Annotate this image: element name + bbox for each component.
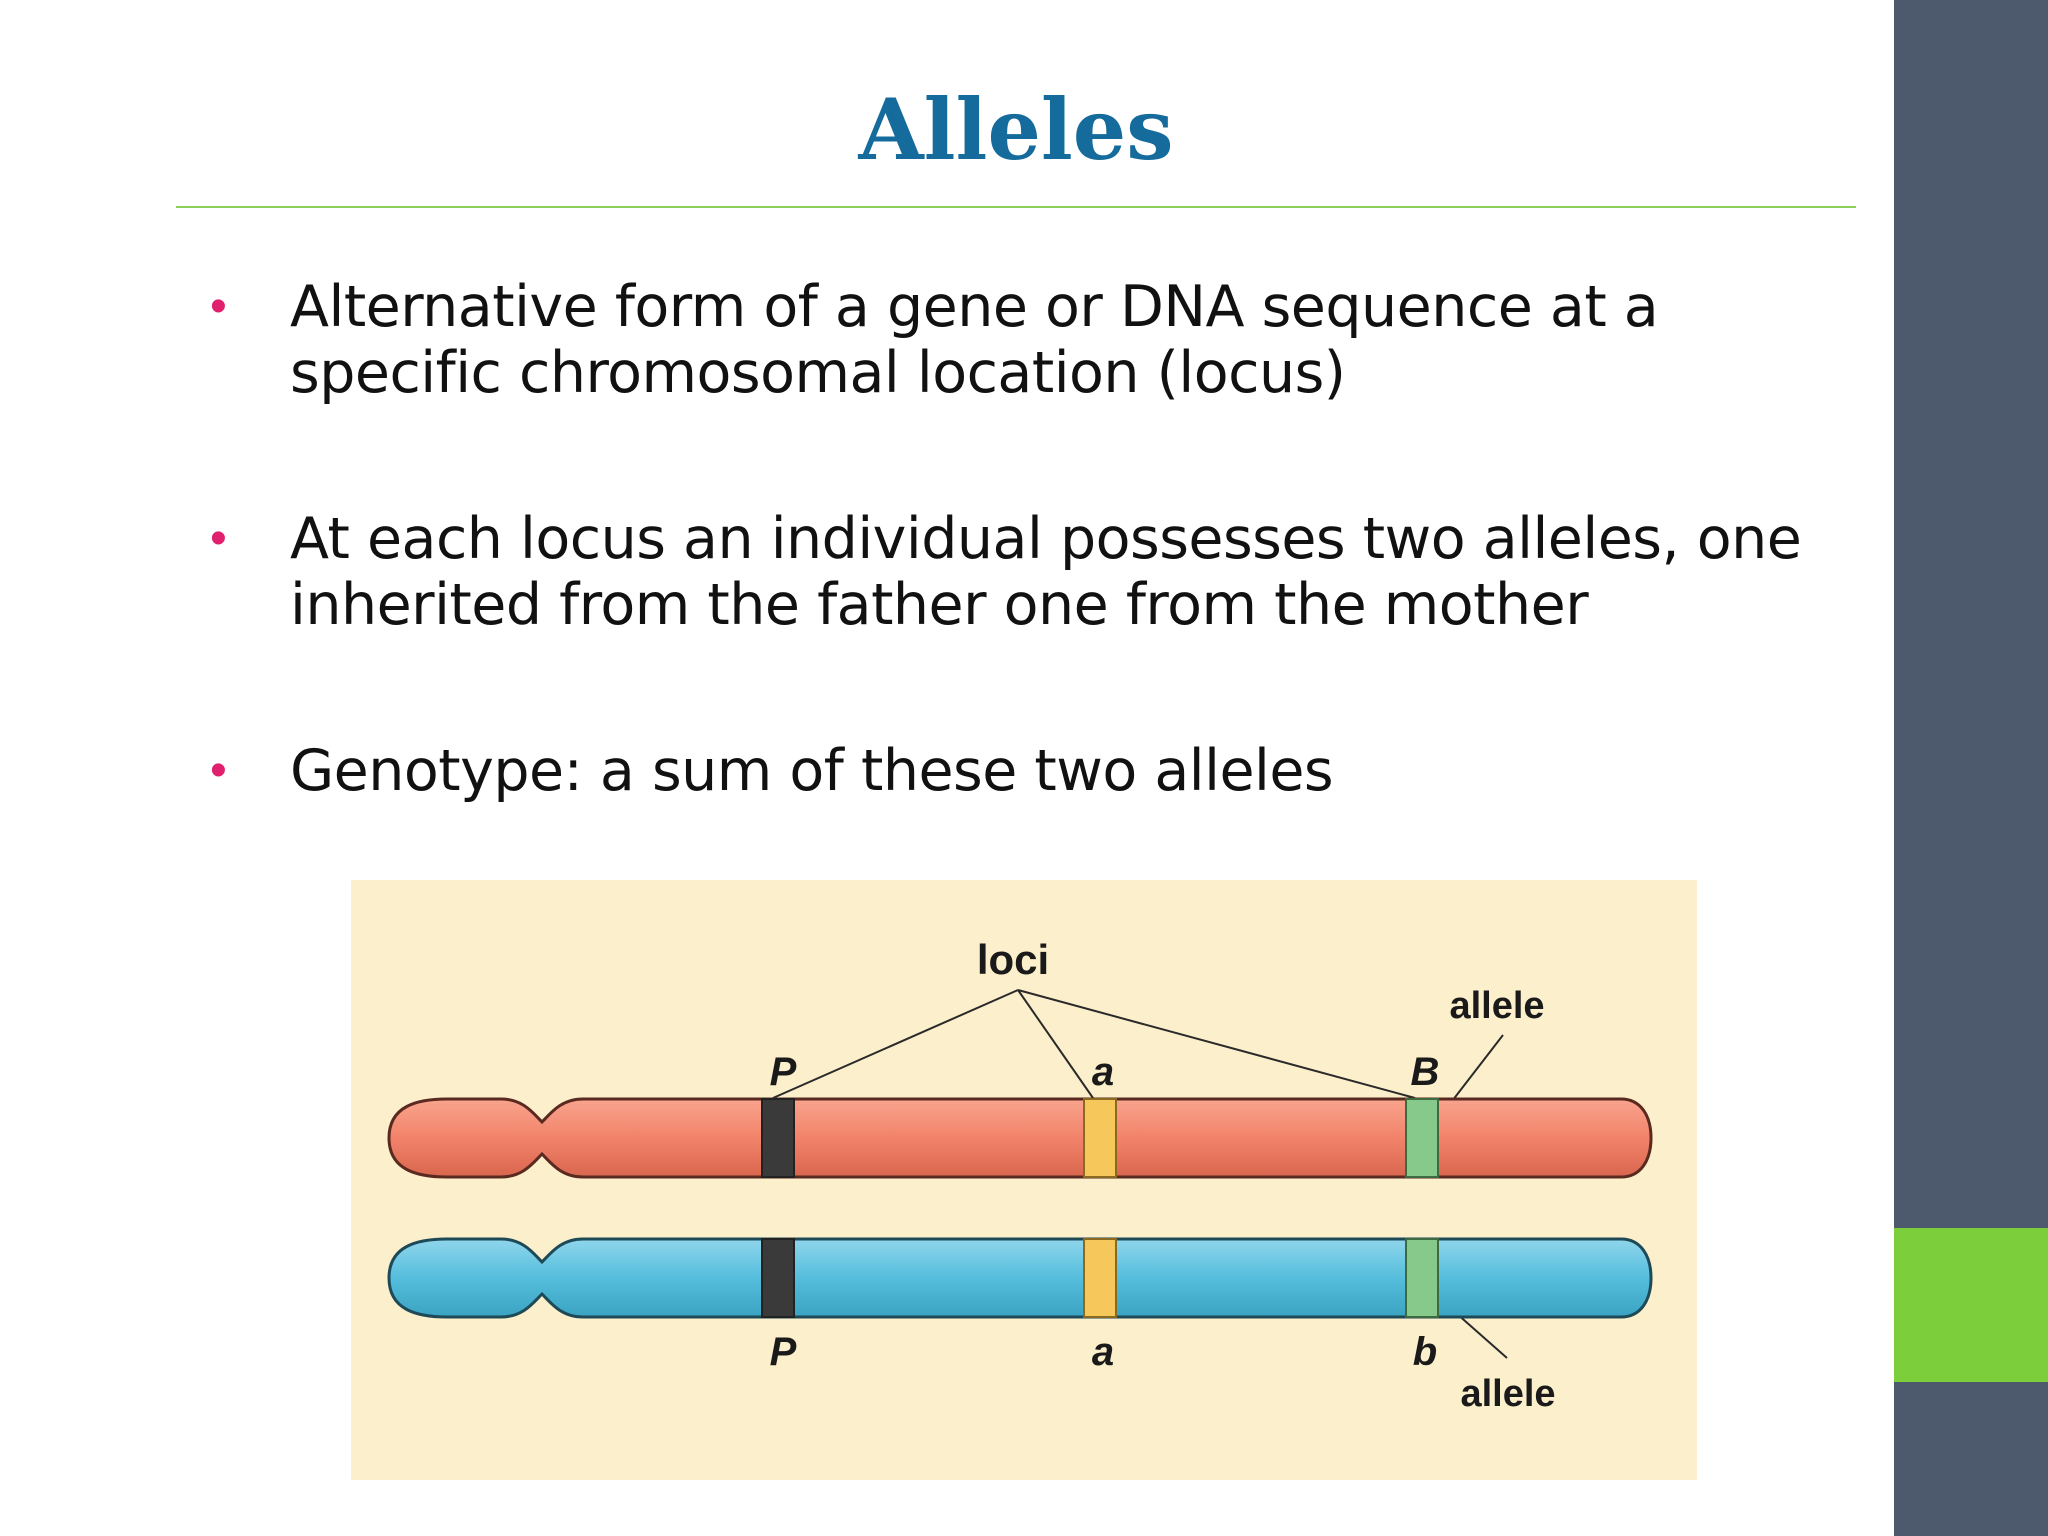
bullet-line: At each locus an individual possesses tw… (290, 506, 1802, 572)
allele-top-label: allele (1449, 985, 1544, 1027)
marker-top-a: a (1092, 1050, 1114, 1094)
marker-top-P: P (770, 1050, 797, 1094)
bullet-marker: • (210, 512, 227, 565)
chromosome-diagram: loci allele P a B P a b allele (387, 936, 1653, 1415)
bullet-item: • At each locus an individual possesses … (206, 506, 1846, 638)
marker-bottom-a: a (1092, 1330, 1114, 1374)
loci-line-P (772, 989, 1019, 1099)
bullet-item: • Genotype: a sum of these two alleles (206, 738, 1846, 804)
loci-label: loci (977, 936, 1049, 983)
bullet-text: At each locus an individual possesses tw… (290, 506, 1846, 638)
bullet-text: Genotype: a sum of these two alleles (290, 738, 1846, 804)
band-top-P (761, 1098, 795, 1178)
loci-line-a (1017, 989, 1094, 1099)
bullet-line: Alternative form of a gene or DNA sequen… (290, 274, 1659, 340)
bullet-line: specific chromosomal location (locus) (290, 340, 1346, 406)
chromosome-top (387, 1097, 1653, 1179)
chromosome-top-body (387, 1097, 1653, 1179)
chromosome-bottom (387, 1237, 1653, 1319)
loci-pointer-lines (772, 989, 1508, 1359)
slide-title: Alleles (858, 80, 1174, 179)
bullet-item: • Alternative form of a gene or DNA sequ… (206, 274, 1846, 406)
band-top-B (1405, 1098, 1439, 1178)
bullet-line: inherited from the father one from the m… (290, 572, 1589, 638)
sidebar-accent-block (1894, 1228, 2048, 1382)
bullet-line: Genotype: a sum of these two alleles (290, 738, 1334, 804)
marker-bottom-b: b (1413, 1330, 1437, 1374)
chromosome-figure: loci allele P a B P a b allele (351, 880, 1697, 1480)
title-divider (176, 206, 1856, 208)
marker-top-B: B (1411, 1050, 1440, 1094)
loci-line-B (1017, 989, 1416, 1099)
bullet-list: • Alternative form of a gene or DNA sequ… (206, 274, 1846, 904)
band-bottom-a (1083, 1238, 1117, 1318)
chromosome-bottom-body (387, 1237, 1653, 1319)
band-bottom-P (761, 1238, 795, 1318)
marker-bottom-P: P (770, 1330, 797, 1374)
bullet-text: Alternative form of a gene or DNA sequen… (290, 274, 1846, 406)
bullet-marker: • (210, 280, 227, 333)
band-top-a (1083, 1098, 1117, 1178)
bullet-marker: • (210, 744, 227, 797)
allele-bottom-label: allele (1460, 1373, 1555, 1415)
band-bottom-b (1405, 1238, 1439, 1318)
